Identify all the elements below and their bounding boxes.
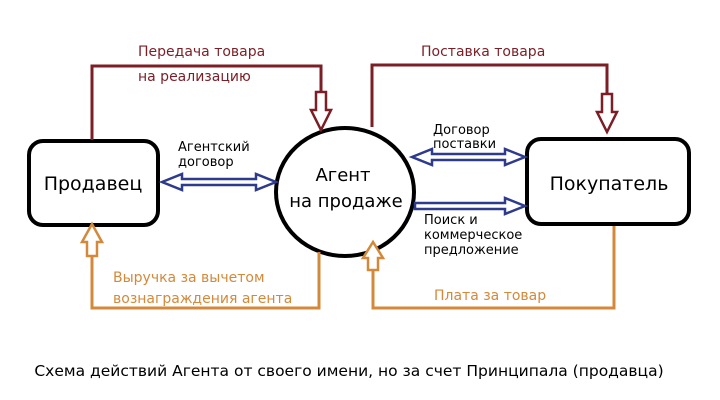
buyer-label: Покупатель xyxy=(550,173,669,195)
search-label-line3: предложение xyxy=(424,243,519,258)
supply-contract-arrow xyxy=(408,147,529,167)
agency-label-line1: Агентский xyxy=(178,140,250,155)
contract-label-line1: Договор xyxy=(433,123,490,138)
supply-goods-arrowhead xyxy=(594,92,620,135)
search-offer-arrow xyxy=(413,196,529,216)
supply-label: Поставка товара xyxy=(421,44,545,60)
supply-goods-line xyxy=(370,63,609,127)
buyer-node xyxy=(525,137,691,226)
payment-arrowhead xyxy=(360,239,386,272)
search-label-line1: Поиск и xyxy=(424,213,478,228)
transfer-label-line2: на реализацию xyxy=(138,69,251,85)
agency-contract-arrow xyxy=(158,172,280,192)
agent-label-line1: Агент xyxy=(315,165,370,186)
agency-label-line2: договор xyxy=(178,155,234,170)
transfer-goods-line xyxy=(90,64,323,140)
payment-label: Плата за товар xyxy=(434,288,546,304)
payment-line xyxy=(371,226,616,310)
agent-label-line2: на продаже xyxy=(289,191,403,212)
revenue-label-line1: Выручка за вычетом xyxy=(113,270,265,286)
revenue-label-line2: вознаграждения агента xyxy=(113,291,292,307)
revenue-line xyxy=(90,252,321,310)
agent-node xyxy=(274,126,416,258)
contract-label-line2: поставки xyxy=(433,137,496,152)
diagram-caption: Схема действий Агента от своего имени, н… xyxy=(34,362,663,380)
transfer-goods-arrowhead xyxy=(308,90,334,133)
search-label-line2: коммерческое xyxy=(424,228,522,243)
revenue-arrowhead xyxy=(79,221,105,258)
seller-label: Продавец xyxy=(44,173,143,195)
transfer-label-line1: Передача товара xyxy=(138,44,265,60)
